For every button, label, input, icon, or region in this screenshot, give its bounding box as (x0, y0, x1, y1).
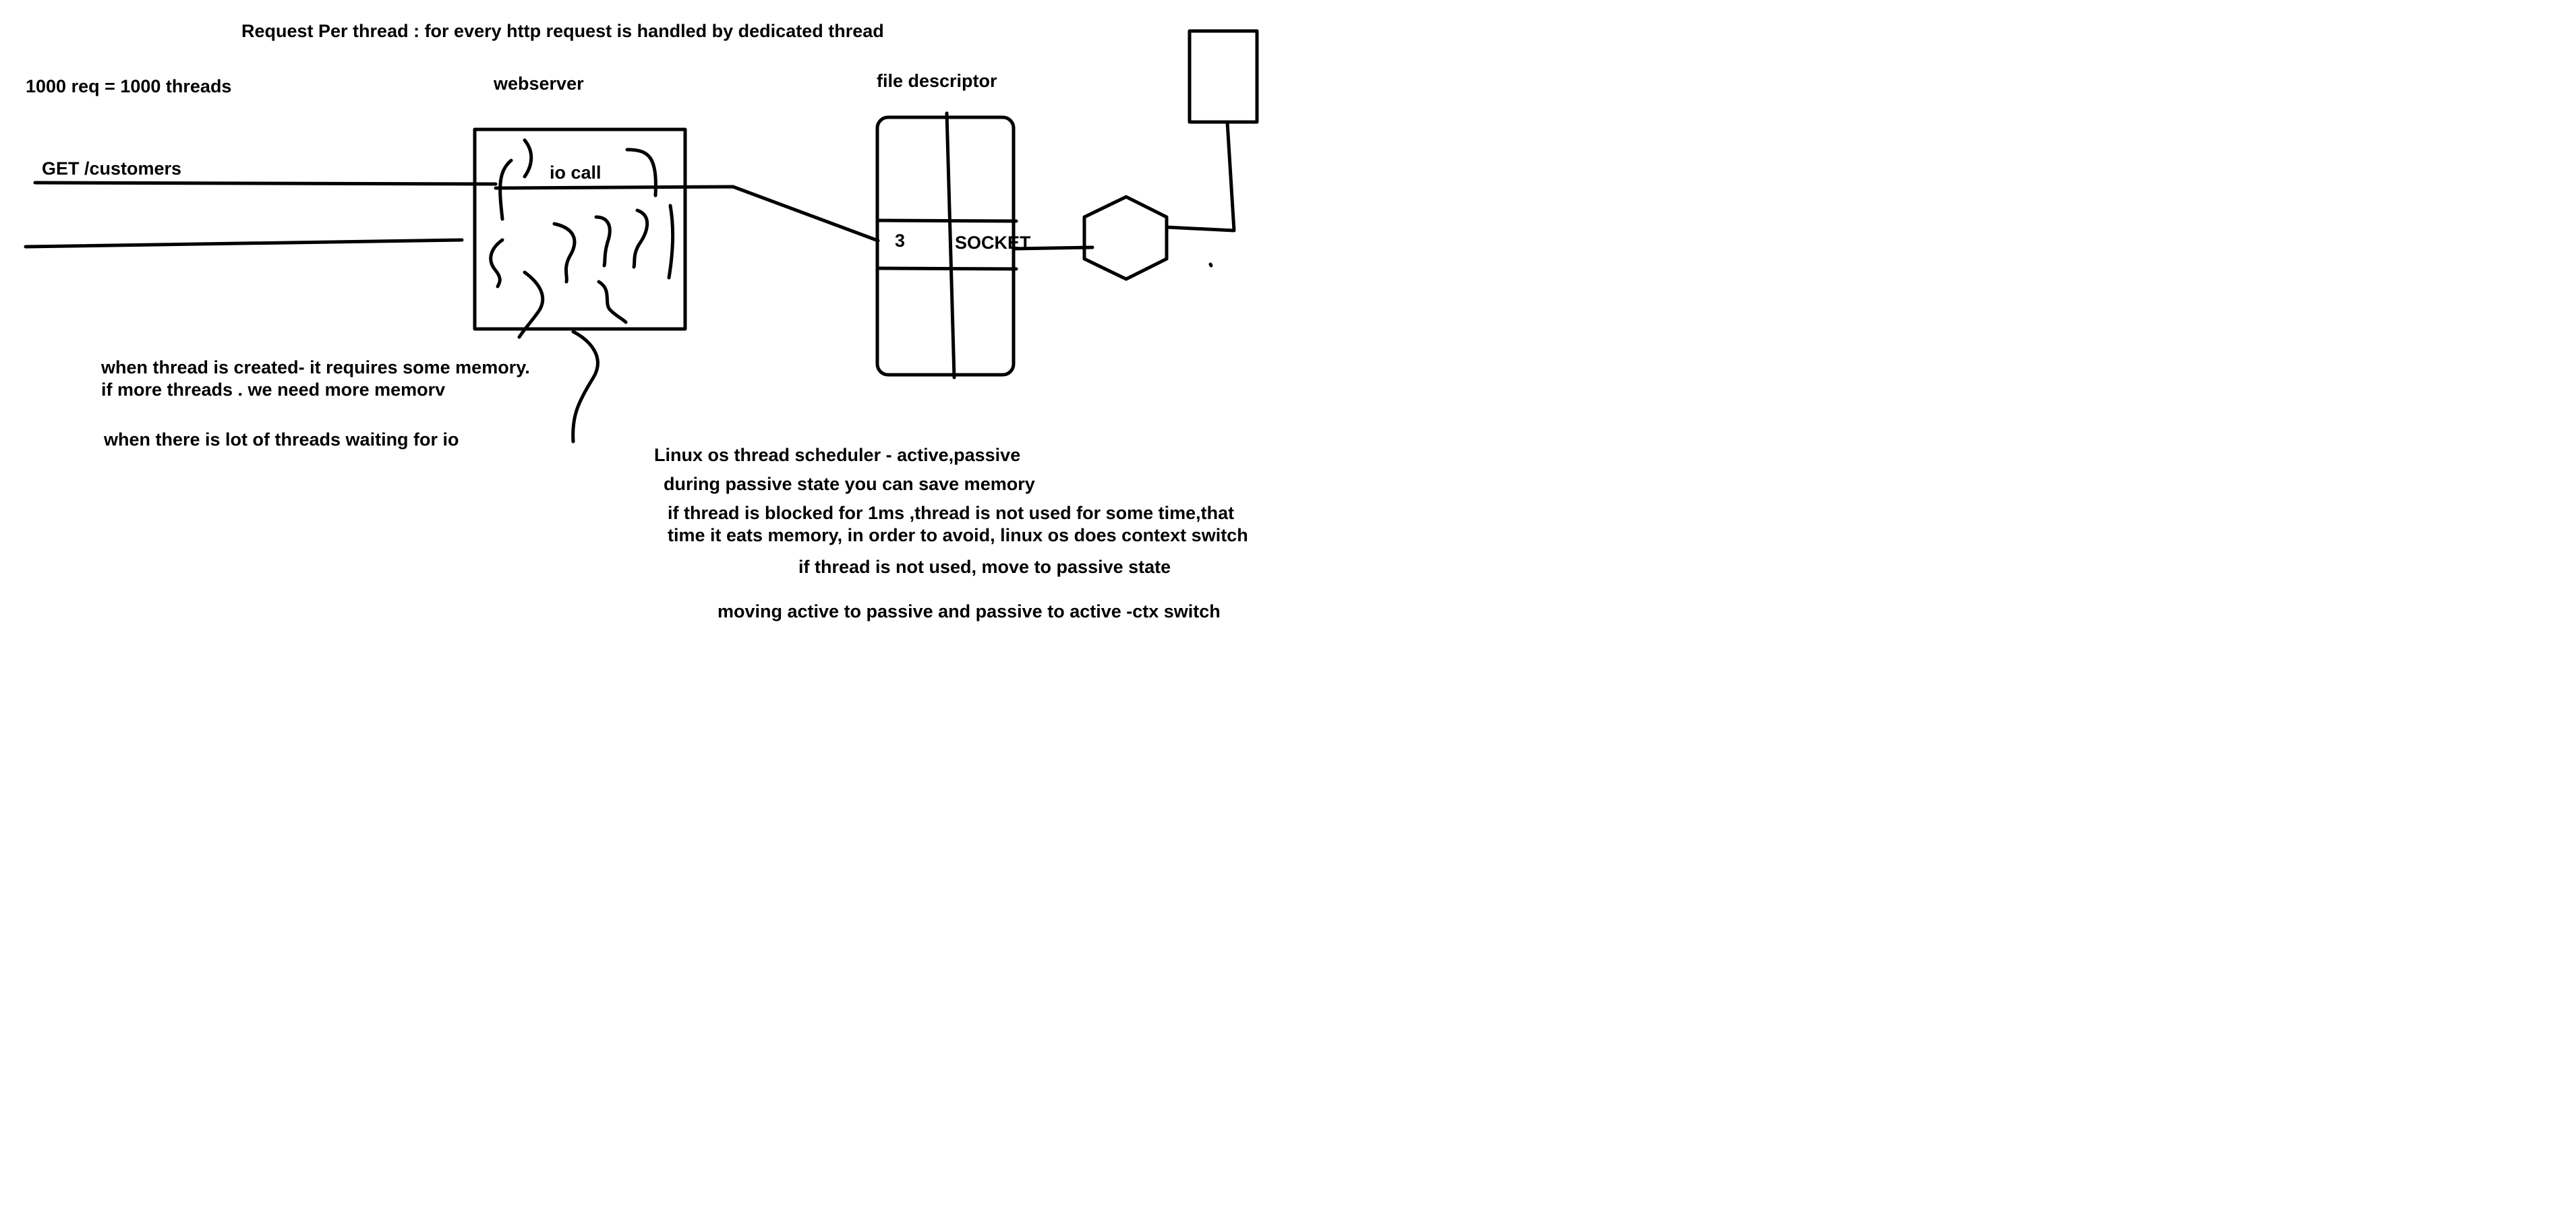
fd-vertical-divider (945, 111, 956, 380)
thread-squiggles (489, 138, 675, 444)
fd-number-label: 3 (895, 231, 906, 251)
note-blocked-line1: if thread is blocked for 1ms ,thread is … (668, 503, 1235, 523)
socket-line (1012, 245, 1094, 251)
fd-row-line-1 (875, 218, 1018, 223)
diagram-title: Request Per thread : for every http requ… (241, 21, 884, 41)
req-threads-label: 1000 req = 1000 threads (26, 76, 232, 96)
hexagon-link-line (1165, 120, 1236, 233)
note-blocked-line2: time it eats memory, in order to avoid, … (668, 525, 1248, 545)
file-descriptor-label: file descriptor (877, 71, 997, 91)
note-memory-line2: if more threads . we need more memorv (101, 380, 446, 400)
remote-box (1188, 29, 1259, 124)
hexagon-node (1082, 195, 1169, 281)
note-passive-state: during passive state you can save memory (664, 474, 1035, 494)
webserver-box (473, 127, 687, 331)
request-line-get (33, 181, 498, 186)
note-memory-line1: when thread is created- it requires some… (101, 357, 530, 377)
io-call-line (494, 185, 880, 243)
webserver-label: webserver (494, 73, 584, 94)
dot-mark (1208, 262, 1213, 268)
fd-row-line-2 (875, 266, 1018, 271)
note-waiting-io: when there is lot of threads waiting for… (104, 429, 459, 450)
socket-label: SOCKET (955, 233, 1031, 253)
request-line-second (24, 238, 464, 249)
io-call-label: io call (550, 162, 602, 183)
get-customers-label: GET /customers (42, 158, 182, 179)
note-not-used: if thread is not used, move to passive s… (798, 557, 1171, 577)
note-scheduler: Linux os thread scheduler - active,passi… (654, 445, 1021, 465)
note-ctx-switch: moving active to passive and passive to … (718, 601, 1221, 621)
